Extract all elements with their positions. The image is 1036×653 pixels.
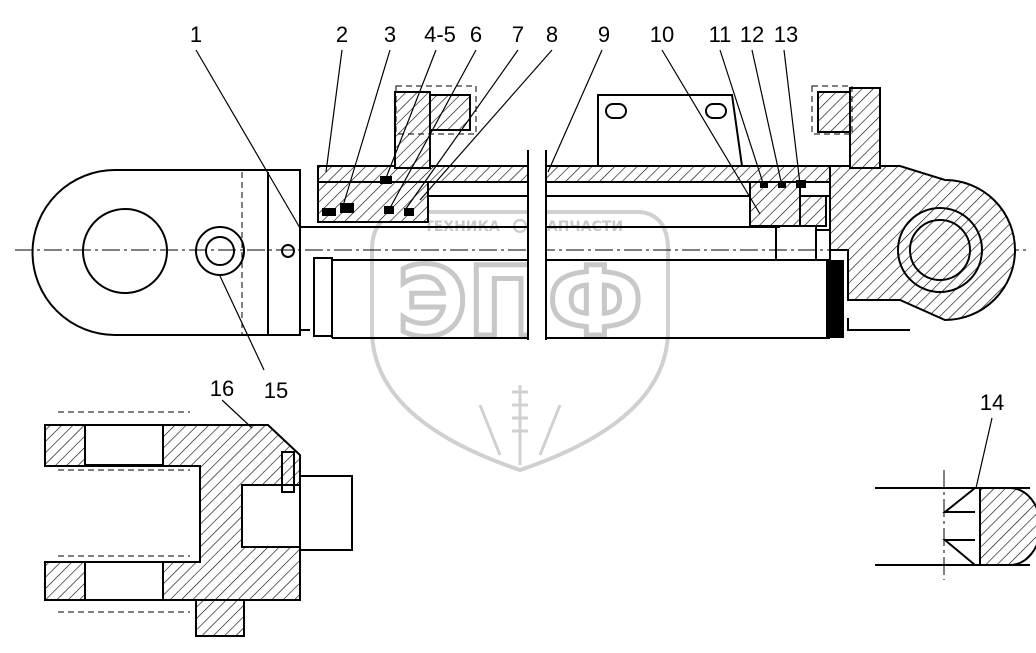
callout-13: 13 bbox=[774, 22, 798, 47]
grease-fitting-15 bbox=[195, 226, 245, 276]
callout-6: 6 bbox=[470, 22, 482, 47]
callout-16: 16 bbox=[210, 376, 234, 401]
callout-7: 7 bbox=[512, 22, 524, 47]
callout-2: 2 bbox=[336, 22, 348, 47]
cylinder-tube bbox=[317, 150, 849, 340]
callout-12: 12 bbox=[740, 22, 764, 47]
callout-3: 3 bbox=[384, 22, 396, 47]
rod-eye-left bbox=[31, 169, 301, 336]
callout-4-5: 4-5 bbox=[424, 22, 456, 47]
port-fitting-left bbox=[394, 85, 477, 169]
callout-9: 9 bbox=[598, 22, 610, 47]
callout-11: 11 bbox=[709, 22, 732, 47]
wheat-icon bbox=[478, 385, 562, 465]
mounting-bracket bbox=[597, 94, 743, 167]
callout-8: 8 bbox=[546, 22, 558, 47]
callout-labels: 1 2 3 4-5 6 7 8 9 10 11 12 13 14 15 16 bbox=[190, 22, 1004, 415]
callout-10: 10 bbox=[650, 22, 674, 47]
leader-lines bbox=[195, 49, 993, 489]
clevis-detail-16 bbox=[44, 411, 353, 637]
callout-14: 14 bbox=[980, 390, 1004, 415]
watermark-logo-text: ЭПФ bbox=[397, 246, 643, 358]
gland-head bbox=[317, 176, 429, 223]
watermark: ЭПФ ТЕХНИКА ЗАПЧАСТИ bbox=[370, 210, 670, 473]
callout-15: 15 bbox=[264, 378, 288, 403]
rear-clevis-right bbox=[811, 85, 1016, 331]
seal-detail-14 bbox=[875, 470, 1036, 580]
callout-1: 1 bbox=[190, 22, 202, 47]
